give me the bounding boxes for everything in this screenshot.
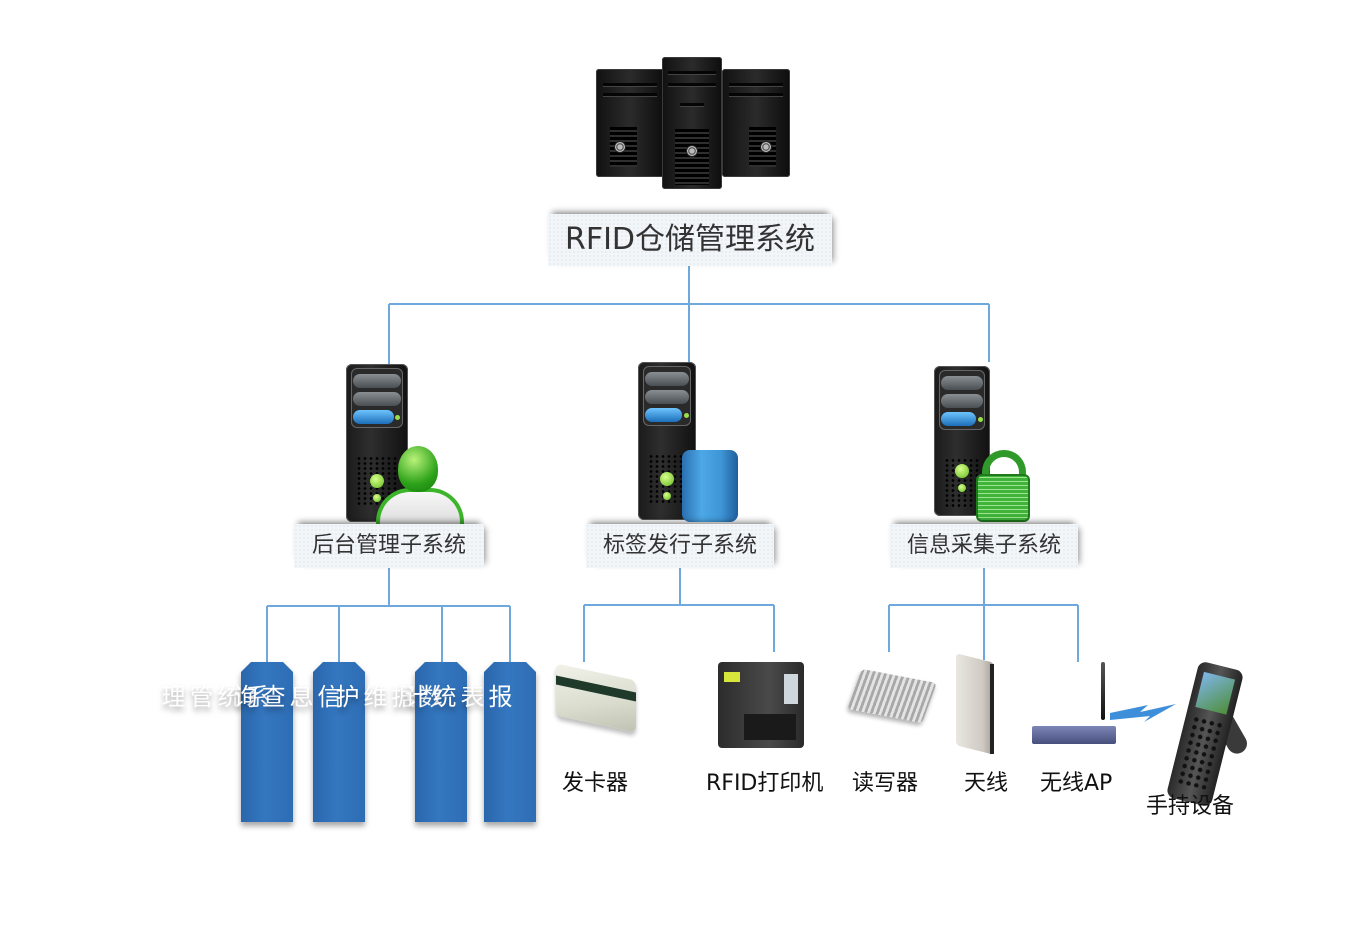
server-with-user-icon (346, 364, 466, 526)
module-label: 报表统计 (400, 684, 512, 708)
root-node[interactable]: RFID仓储管理系统 (548, 214, 832, 266)
server-with-lock-icon (934, 366, 1044, 526)
subsystem-backend-label: 后台管理子系统 (311, 533, 466, 558)
subsystem-tag-issuing-label: 标签发行子系统 (602, 533, 757, 558)
device-antenna-label[interactable]: 天线 (964, 771, 1009, 796)
subsystem-tag-issuing[interactable]: 标签发行子系统 (586, 524, 774, 568)
module-label: 数据维护 (331, 684, 443, 708)
device-handheld-label[interactable]: 手持设备 (1146, 794, 1235, 819)
device-reader-label[interactable]: 读写器 (852, 771, 919, 796)
server-right (722, 69, 790, 177)
wireless-link-icon (1110, 704, 1176, 722)
subsystem-collection-label: 信息采集子系统 (906, 533, 1061, 558)
ap-antenna (1101, 662, 1105, 720)
rfid-printer-icon (718, 662, 804, 748)
device-card-issuer-label[interactable]: 发卡器 (562, 771, 629, 796)
antenna-icon (956, 653, 994, 755)
user-head (398, 446, 438, 492)
subsystem-backend[interactable]: 后台管理子系统 (294, 524, 484, 568)
device-ap-label[interactable]: 无线AP (1040, 771, 1113, 796)
device-rfid-printer-label[interactable]: RFID打印机 (706, 771, 824, 796)
database-icon (682, 450, 738, 522)
subsystem-collection[interactable]: 信息采集子系统 (890, 524, 1078, 568)
module-label: 系统管理 (157, 684, 269, 708)
lock-icon (976, 474, 1030, 522)
server-center (662, 57, 722, 189)
server-with-database-icon (638, 362, 748, 524)
antenna-pole (990, 664, 994, 754)
module-label: 信息查询 (229, 684, 341, 708)
root-label: RFID仓储管理系统 (564, 222, 816, 257)
server-left (596, 69, 664, 177)
lock-shackle (982, 450, 1026, 487)
wireless-ap-icon (1032, 726, 1116, 744)
user-body (376, 488, 464, 526)
server-cluster-icon (584, 55, 794, 195)
